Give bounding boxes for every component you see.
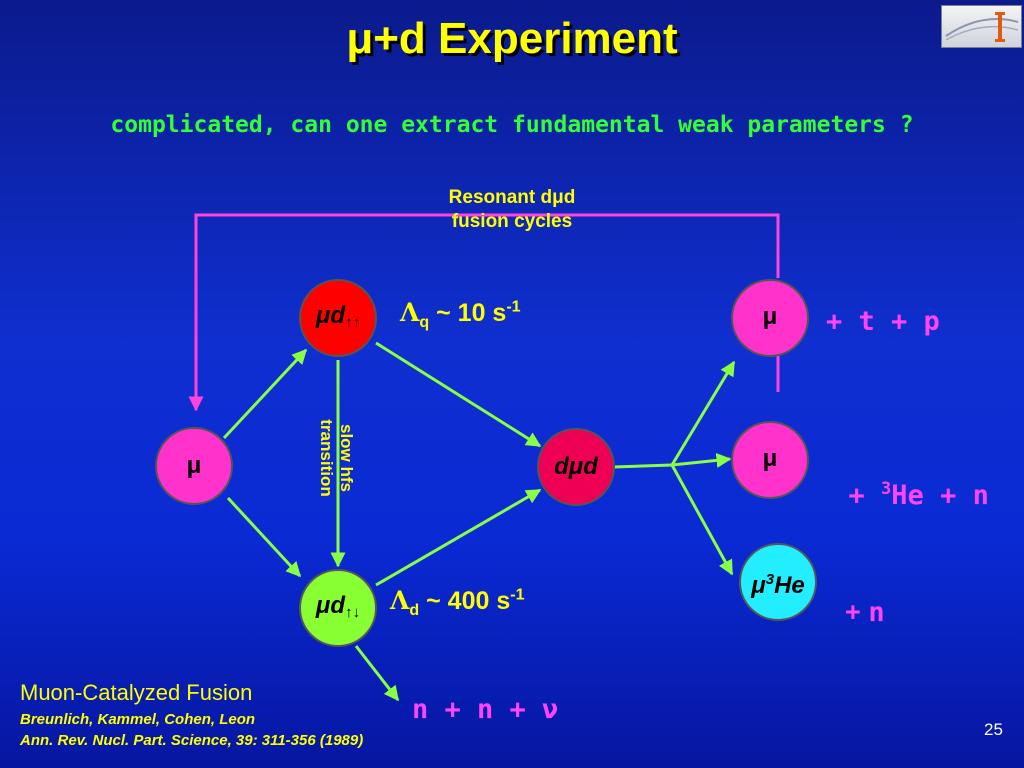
product-mid-sup: 3 <box>881 479 892 499</box>
slide-title: μ+d Experiment <box>346 14 678 63</box>
slide-subtitle: complicated, can one extract fundamental… <box>110 112 914 138</box>
product-he-plus: + <box>845 597 861 627</box>
node-mu-right-top-label: μ <box>762 303 778 330</box>
reference-journal: Ann. Rev. Nucl. Part. Science, 39: 311-3… <box>20 732 364 749</box>
arrow-mu-to-mud-up <box>222 348 308 440</box>
rate-q-exp: -1 <box>506 298 521 316</box>
product-bottom: n + n + ν <box>412 694 559 725</box>
node-mu3he-label: μ3He <box>736 566 820 600</box>
rate-d-exp: -1 <box>510 586 525 604</box>
cycle-label-line2: fusion cycles <box>451 211 573 232</box>
node-mud-up-text: μd <box>315 302 346 329</box>
rate-q-label: Λq ~ 10 s-1 <box>400 298 521 332</box>
rate-d-value: ~ 400 s <box>419 587 511 615</box>
node-mu-left-circle <box>155 427 233 505</box>
transition-label: slow hfs transition <box>316 419 356 496</box>
node-mu3he-circle <box>739 543 817 621</box>
node-mu3he-sup: 3 <box>765 571 775 588</box>
product-top: + t + p <box>826 306 940 337</box>
node-mud-up-circle <box>299 279 377 357</box>
rate-d-sub: d <box>409 602 420 619</box>
product-he-n: n <box>868 597 885 628</box>
product-he: + n <box>830 566 885 628</box>
rate-q-value: ~ 10 s <box>429 299 507 327</box>
product-mid-prefix: + <box>848 480 865 511</box>
arrow-branch-top <box>670 360 736 466</box>
node-mud-down-spin: ↑↓ <box>345 604 361 621</box>
product-mid: + 3He + n <box>816 448 989 511</box>
node-dmud-label: dμd <box>554 453 598 480</box>
node-mu-right-top-circle <box>731 279 809 357</box>
node-mu3he-mu: μ <box>751 572 766 599</box>
cycle-label: Resonant dμd fusion cycles <box>412 186 612 234</box>
rate-d-symbol: Λ <box>390 586 410 615</box>
node-mud-down-label: μd↑↓ <box>300 592 376 627</box>
node-mu3he-he: He <box>774 572 805 599</box>
rate-q-symbol: Λ <box>400 298 420 327</box>
logo-icon <box>945 12 1019 42</box>
arrow-dmud-out <box>613 463 673 469</box>
page-number: 25 <box>984 720 1003 739</box>
arrow-branch-mid <box>671 452 732 468</box>
rate-d-label: Λd ~ 400 s-1 <box>390 586 524 620</box>
node-mud-up-label: μd↑↑ <box>300 302 376 337</box>
node-mu-right-mid-circle <box>731 421 809 499</box>
node-mud-up-spin: ↑↑ <box>345 314 361 331</box>
rate-q-sub: q <box>419 314 430 331</box>
node-mu-right-mid-label: μ <box>762 445 778 472</box>
node-mud-down-circle <box>299 569 377 647</box>
transition-line2: transition <box>317 419 336 497</box>
product-mid-rest: He + n <box>891 480 989 511</box>
arrow-mud-down-out <box>354 645 400 702</box>
arrow-mu-to-mud-down <box>226 496 302 578</box>
cycle-loop-path <box>188 213 780 412</box>
transition-line1: slow hfs <box>337 423 356 493</box>
node-mu-left-label: μ <box>186 452 202 479</box>
cycle-label-line1: Resonant dμd <box>448 187 576 208</box>
arrow-mud-down-to-dmud <box>375 488 542 587</box>
arrow-branch-bottom <box>670 464 734 576</box>
arrow-mud-up-to-dmud <box>375 341 542 448</box>
reference-title: Muon-Catalyzed Fusion <box>20 680 253 705</box>
node-dmud-circle <box>537 428 615 506</box>
reference-authors: Breunlich, Kammel, Cohen, Leon <box>20 711 256 728</box>
node-mud-down-text: μd <box>315 592 346 619</box>
institute-logo <box>941 5 1022 48</box>
